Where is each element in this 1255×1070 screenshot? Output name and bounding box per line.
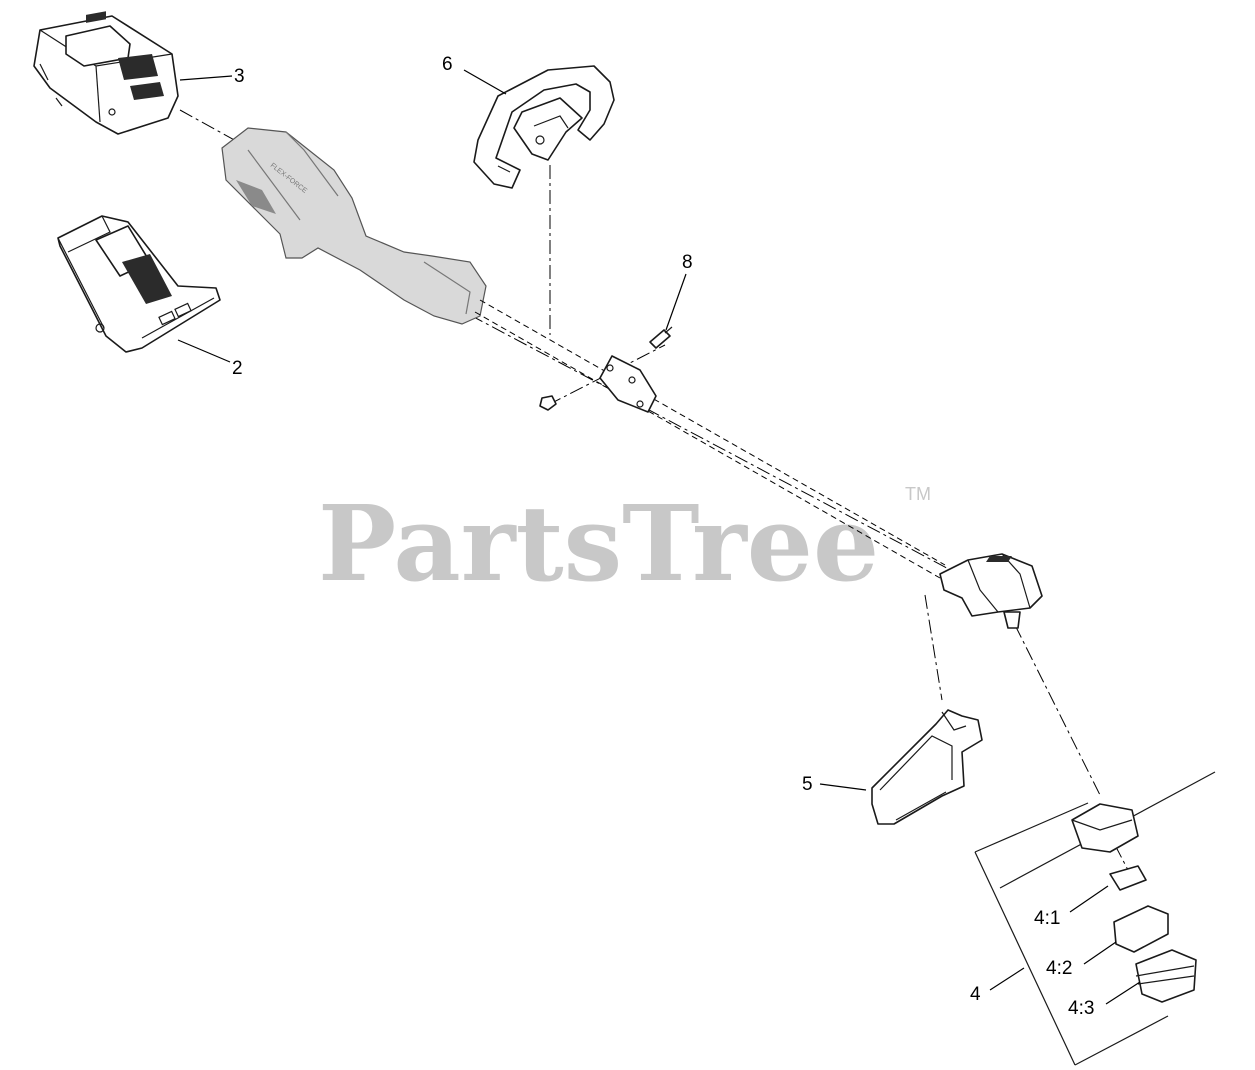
callout-guard: 5 xyxy=(802,774,813,795)
handle-icon xyxy=(473,65,615,189)
battery-icon xyxy=(33,11,179,135)
callout-spring: 4:1 xyxy=(1034,908,1060,929)
leader-3 xyxy=(179,75,233,81)
head-alignment-line xyxy=(1014,624,1101,796)
motor-housing xyxy=(939,553,1043,629)
callout-trimmer-head: 4 xyxy=(970,984,981,1005)
watermark: PartsTree TM xyxy=(318,482,931,605)
battery-alignment-line xyxy=(179,109,239,143)
shaft-centerline xyxy=(469,314,961,576)
callout-spool-cap: 4:2 xyxy=(1046,958,1072,979)
alignment-lines xyxy=(179,109,1129,871)
leader-2 xyxy=(177,339,231,363)
leader-8 xyxy=(665,273,687,331)
spring-alignment-line xyxy=(1114,844,1129,871)
watermark-text: PartsTree xyxy=(318,482,879,605)
callout-labels: 3 2 6 8 5 4 4:1 4:2 4:3 xyxy=(232,54,1094,1019)
leader-4-2 xyxy=(1083,941,1117,965)
bolt-icon xyxy=(649,326,673,349)
bolt-alignment-line xyxy=(547,344,666,406)
leader-4-3 xyxy=(1105,981,1141,1005)
leader-4 xyxy=(989,967,1025,991)
watermark-trademark: TM xyxy=(905,484,931,504)
callout-battery: 3 xyxy=(234,66,245,87)
leader-4-1 xyxy=(1069,885,1109,913)
spool-icon xyxy=(974,771,1216,1066)
bracket-link xyxy=(975,852,1024,968)
leader-6 xyxy=(463,69,507,95)
callout-spool: 4:3 xyxy=(1068,998,1094,1019)
charger-icon xyxy=(57,215,221,353)
callout-charger: 2 xyxy=(232,358,243,379)
leader-5 xyxy=(819,783,867,791)
trimmer-body: FLEX-FORCE xyxy=(221,127,487,325)
callout-bolt: 8 xyxy=(682,252,693,273)
nut xyxy=(539,395,557,411)
leader-lines xyxy=(177,69,1141,1005)
guard-icon xyxy=(871,709,983,825)
callout-handle: 6 xyxy=(442,54,453,75)
guard-alignment-line xyxy=(924,594,943,701)
handle-bracket xyxy=(599,355,657,413)
